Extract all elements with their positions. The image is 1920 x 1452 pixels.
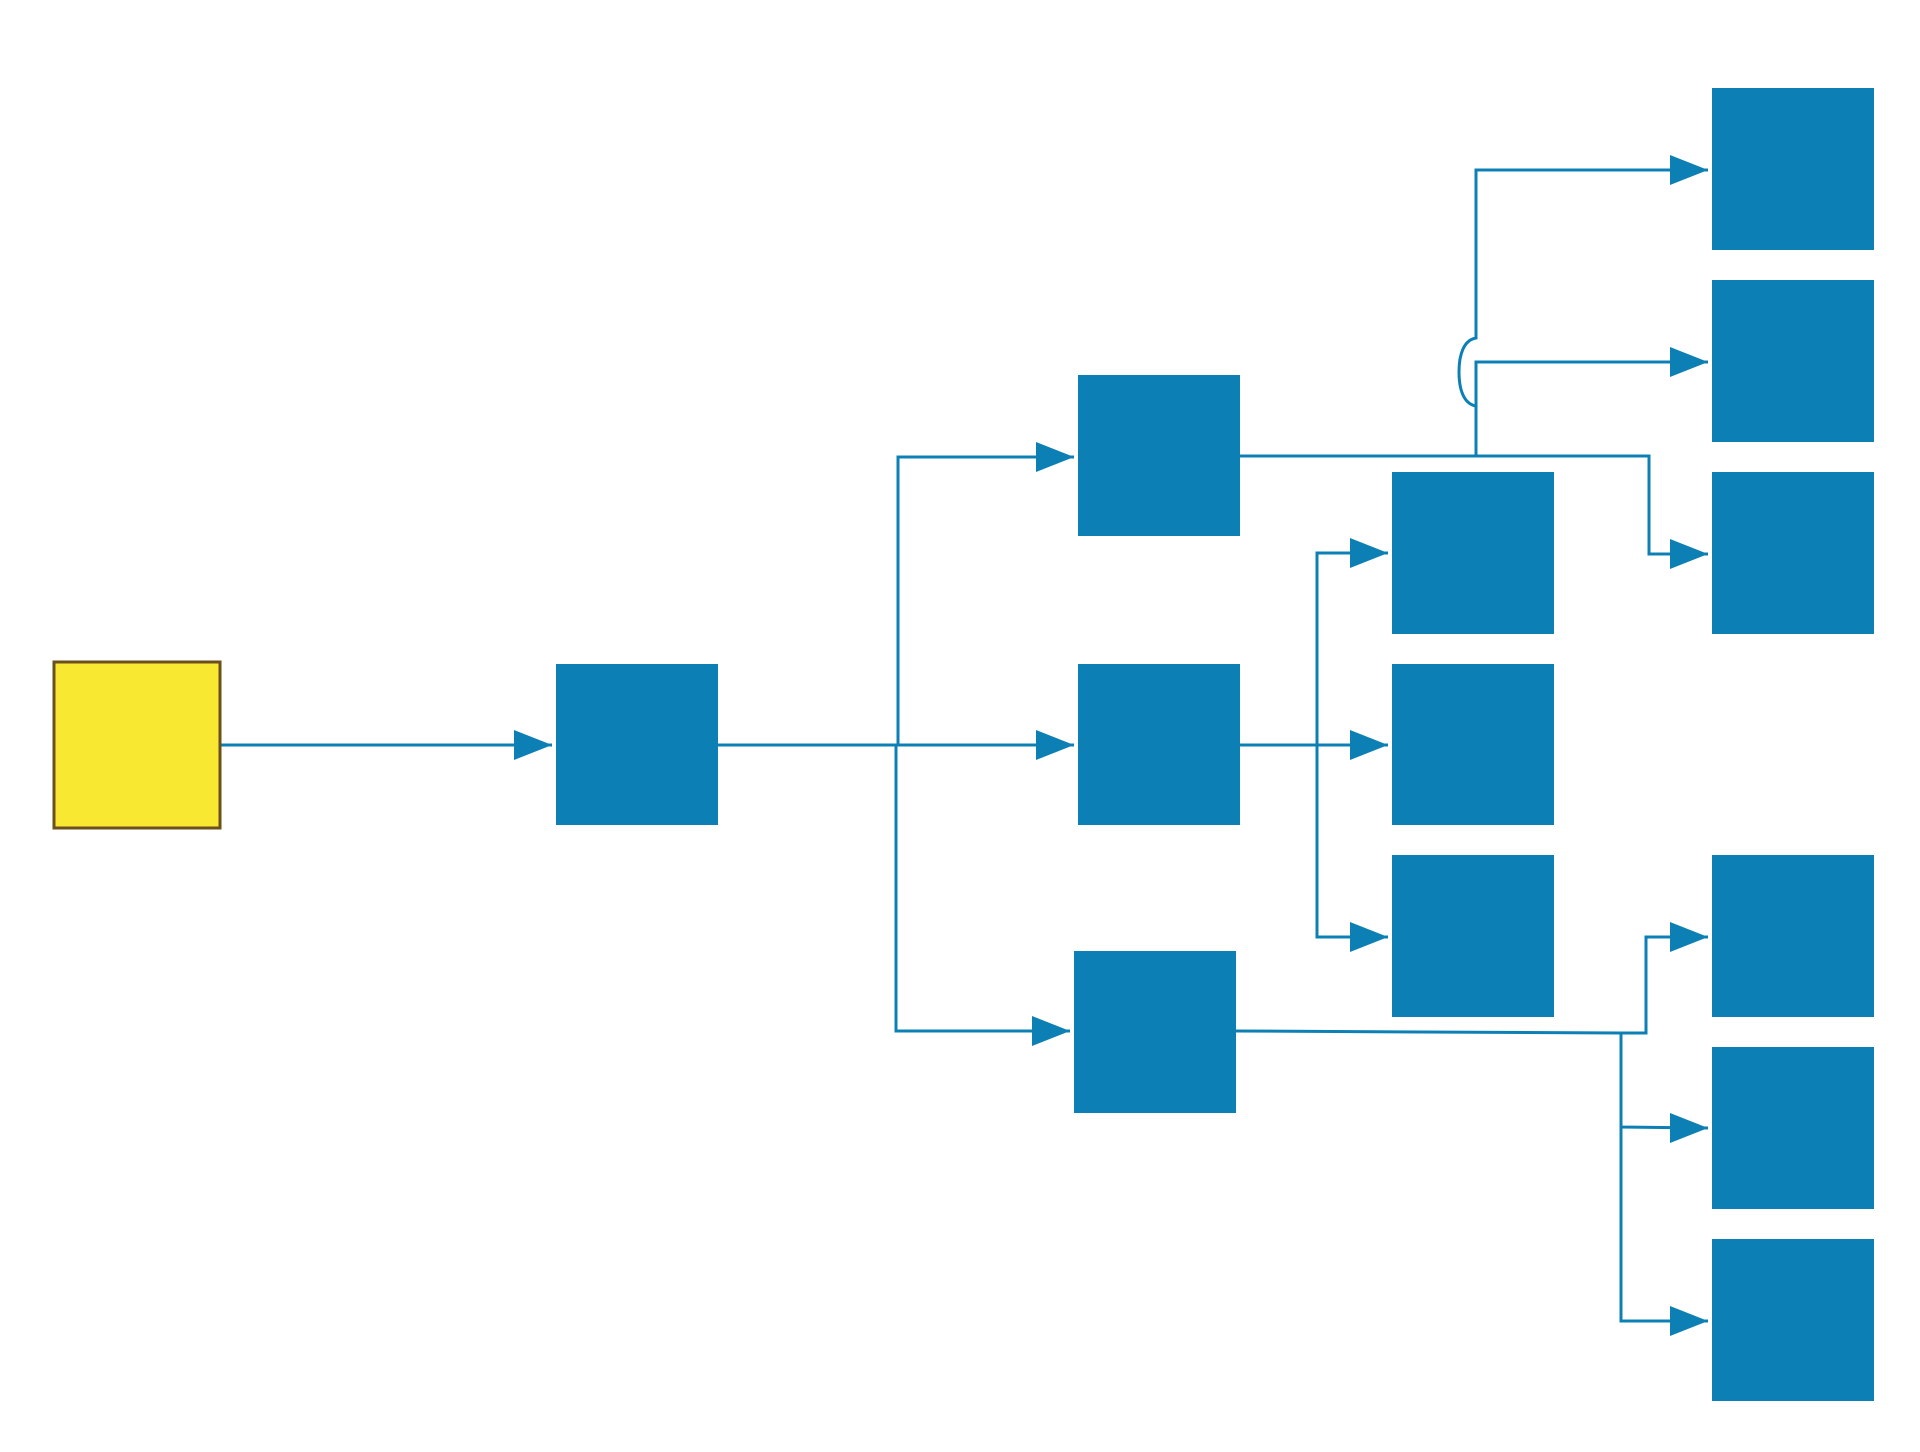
node-bottom-child-3[interactable]: [1712, 1239, 1874, 1401]
edge-mid-child-1: [1315, 551, 1388, 745]
nodes: [52, 88, 1874, 1401]
node-top-child-2[interactable]: [1712, 280, 1874, 442]
node-top-child-1[interactable]: [1712, 88, 1874, 250]
node-root[interactable]: [52, 660, 222, 830]
edge-bottom-child-1-arrowhead: [1670, 922, 1708, 952]
node-bottom-child-2[interactable]: [1712, 1047, 1874, 1209]
edge-bottom-child-3: [1619, 1033, 1708, 1323]
edge-bottom-child-1: [1621, 935, 1708, 1035]
edge-top-child-2-arrowhead: [1670, 347, 1708, 377]
edge-mid-child-3: [1315, 745, 1388, 939]
node-top-child-3[interactable]: [1712, 472, 1874, 634]
node-hub[interactable]: [556, 664, 718, 825]
edge-hub-branch-top: [896, 455, 1074, 745]
edge-hub-branch-middle-arrowhead: [1036, 730, 1074, 760]
edge-mid-child-3-arrowhead: [1350, 922, 1388, 952]
edge-top-child-1-arrowhead: [1670, 155, 1708, 185]
node-mid-child-2[interactable]: [1392, 664, 1554, 825]
edge-top-child-2: [1474, 360, 1708, 456]
edge-bottom-child-2: [1619, 1033, 1709, 1130]
edge-hub-branch-top-arrowhead: [1036, 442, 1074, 472]
node-branch-bottom[interactable]: [1074, 951, 1236, 1113]
edge-hub-branch-bottom: [894, 743, 1070, 1033]
edge-bottom-child-3-arrowhead: [1670, 1306, 1708, 1336]
edge-root-hub-arrowhead: [514, 730, 552, 760]
node-branch-top[interactable]: [1078, 375, 1240, 536]
edge-top-child-1: [1457, 168, 1708, 456]
edge-mid-child-2-arrowhead: [1350, 730, 1388, 760]
connectors: [220, 155, 1709, 1336]
edge-bottom-trunk: [1235, 1029, 1622, 1035]
node-mid-child-3[interactable]: [1392, 855, 1554, 1017]
edge-mid-child-1-arrowhead: [1350, 538, 1388, 568]
edge-hub-branch-bottom-arrowhead: [1032, 1016, 1070, 1046]
edge-top-child-3-arrowhead: [1670, 539, 1708, 569]
node-mid-child-1[interactable]: [1392, 472, 1554, 634]
edge-bottom-child-2-arrowhead: [1670, 1113, 1708, 1143]
node-branch-middle[interactable]: [1078, 664, 1240, 825]
node-bottom-child-1[interactable]: [1712, 855, 1874, 1017]
